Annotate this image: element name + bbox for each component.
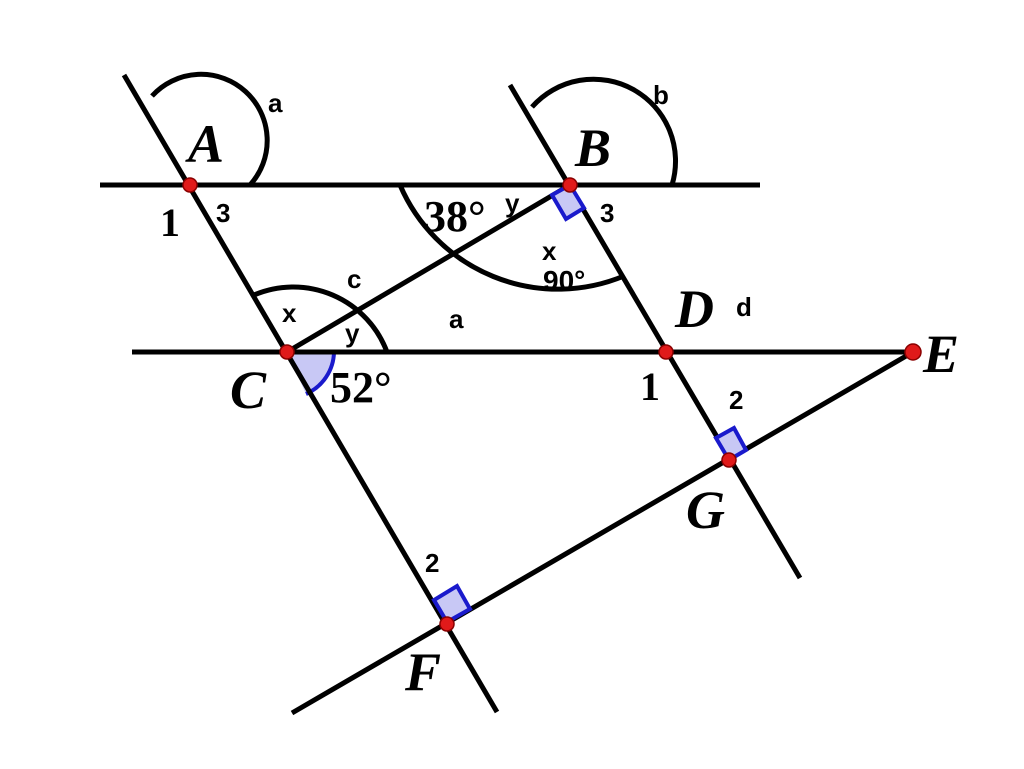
label-x-at-B: x: [542, 236, 557, 266]
point-G: [721, 452, 737, 468]
label-F: F: [404, 642, 441, 702]
label-1-at-A: 1: [160, 200, 180, 245]
label-C: C: [230, 360, 267, 420]
right-angle-marker-G: [713, 425, 749, 463]
angle-90-label: 90°: [543, 265, 585, 296]
label-a-middle: a: [449, 304, 464, 334]
point-A: [182, 177, 198, 193]
label-c: c: [347, 264, 361, 294]
label-A: A: [185, 114, 224, 174]
angle-b-arc-at-B: [530, 76, 679, 186]
label-E: E: [922, 324, 959, 384]
label-y-at-B: y: [505, 188, 520, 218]
label-y-at-C: y: [345, 318, 360, 348]
label-2-at-G: 2: [729, 385, 743, 415]
point-B: [562, 177, 578, 193]
label-B: B: [574, 118, 611, 178]
label-a-top: a: [268, 88, 283, 118]
angle-52-label: 52°: [330, 363, 392, 412]
label-3-at-B: 3: [600, 198, 614, 228]
right-angle-marker-F: [431, 583, 473, 625]
angle-a-arc-at-A: [150, 71, 270, 187]
point-C: [279, 344, 295, 360]
label-d: d: [736, 292, 752, 322]
angle-38-label: 38°: [424, 192, 486, 241]
label-2-at-F: 2: [425, 548, 439, 578]
point-D: [658, 344, 674, 360]
label-b-top: b: [653, 80, 669, 110]
label-x-at-C: x: [282, 298, 297, 328]
label-1-at-D: 1: [640, 364, 660, 409]
point-F: [439, 616, 455, 632]
label-G: G: [686, 480, 725, 540]
line-through-A-C-F: [121, 73, 500, 714]
point-E: [904, 343, 922, 361]
angle-x-arc-at-C: [253, 284, 390, 353]
line-through-F-G-E: [290, 349, 915, 716]
line-through-B-D-G: [507, 83, 803, 580]
label-D: D: [674, 279, 714, 339]
segment-C-B: [285, 182, 572, 355]
label-3-at-A: 3: [216, 198, 230, 228]
angle-a-arc-at-B: [397, 184, 625, 292]
angle-52-wedge: [287, 352, 334, 394]
